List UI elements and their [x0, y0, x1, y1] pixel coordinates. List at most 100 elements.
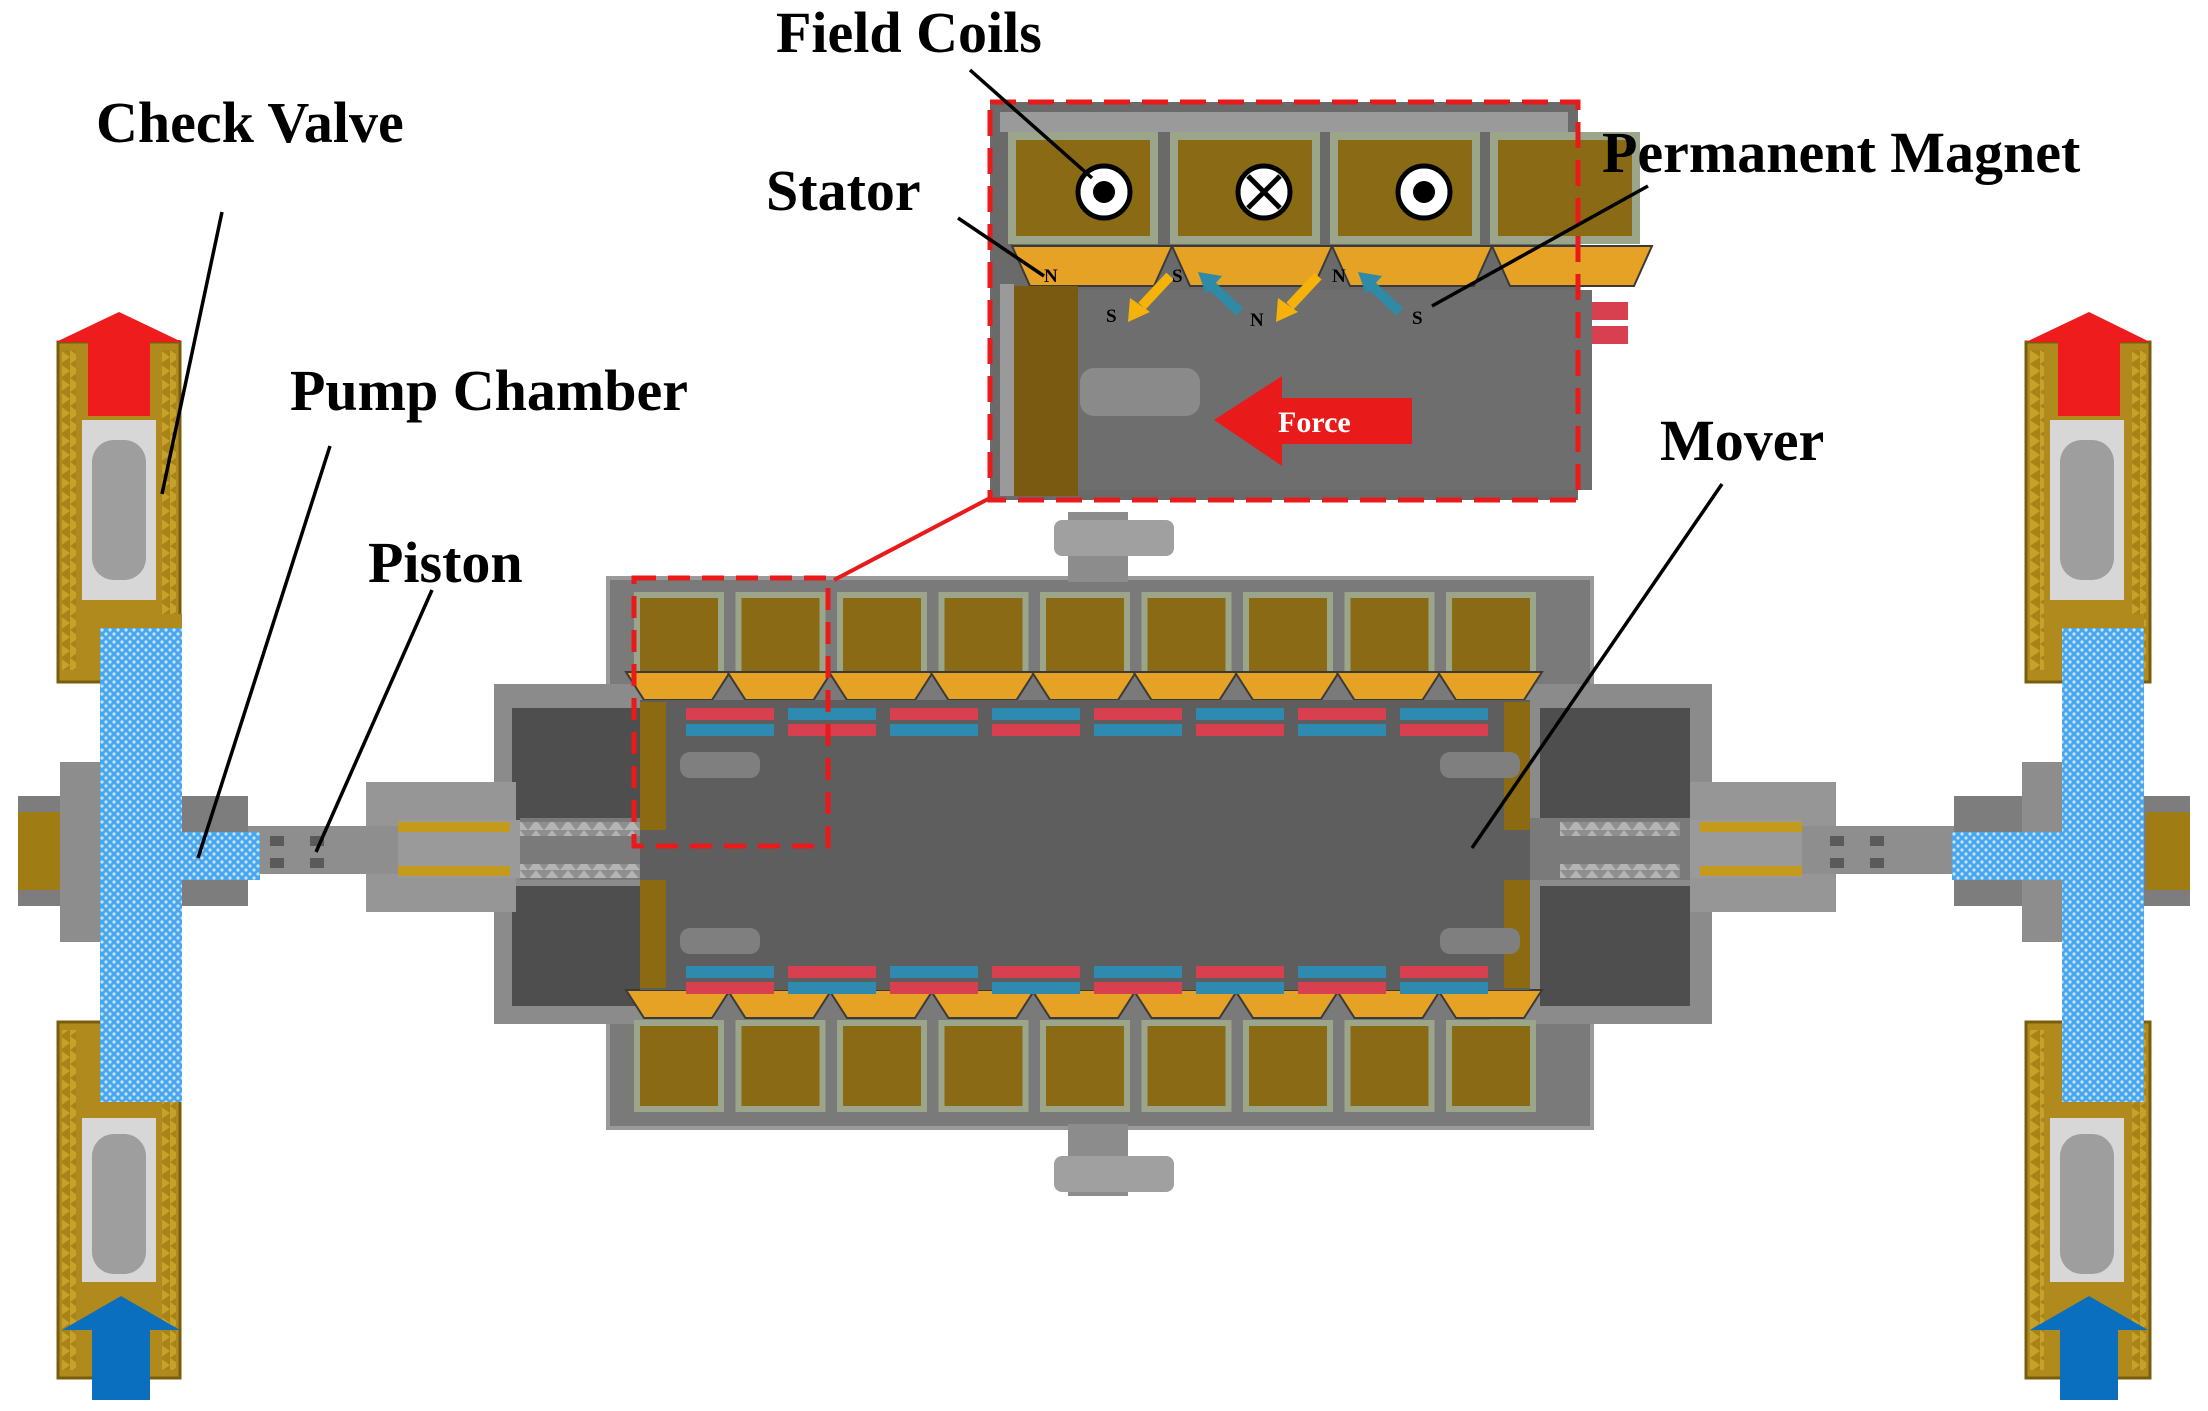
magnet-segment — [1196, 724, 1284, 736]
magnet-segment — [1298, 724, 1386, 736]
field-coil — [640, 598, 718, 678]
magnet-segment — [1196, 966, 1284, 978]
stator-tooth — [624, 989, 732, 1019]
stator-pole-label-1: N — [1044, 266, 1058, 287]
stator-pole-label-2: S — [1172, 266, 1183, 287]
inset-field-coil — [1498, 140, 1632, 236]
magnet-segment — [686, 966, 774, 978]
field-coil — [1147, 598, 1226, 678]
leader-pump-chamber — [196, 445, 332, 859]
stator-tooth — [1030, 671, 1138, 701]
housing-fitting-top — [1054, 512, 1174, 582]
field-coil — [843, 1026, 921, 1106]
coil-current-symbols — [1075, 163, 1453, 221]
magnet-segment — [1400, 966, 1488, 978]
magnet-segment — [788, 966, 876, 978]
stator-tooth — [1131, 989, 1240, 1019]
magnet-segment — [1196, 708, 1284, 720]
stator-tooth — [827, 989, 935, 1019]
inset-stator-tooth — [1010, 245, 1174, 287]
piston-left — [246, 826, 398, 874]
magnet-pole-label-2: N — [1250, 310, 1264, 331]
field-coil — [944, 1026, 1023, 1106]
label-mover: Mover — [1660, 408, 1825, 473]
field-coil — [1350, 1026, 1429, 1106]
magnet-segment — [1094, 966, 1182, 978]
label-piston: Piston — [368, 530, 523, 595]
mover — [640, 700, 1530, 990]
leader-lines — [160, 68, 1724, 859]
force-label: Force — [1278, 406, 1351, 439]
field-coil — [640, 1026, 718, 1106]
mover-shaft-left — [398, 818, 640, 880]
field-coil — [1249, 1026, 1327, 1106]
field-coil-row-bottom — [634, 1020, 1536, 1112]
stator-tooth — [1131, 671, 1240, 701]
leader-piston — [314, 589, 434, 853]
outlet-arrow-left — [56, 312, 182, 416]
zoom-region-frame — [631, 575, 831, 849]
field-coil — [1452, 598, 1530, 678]
stator-tooth — [1334, 989, 1443, 1019]
field-coil — [944, 598, 1023, 678]
stator-teeth-bottom — [624, 989, 1544, 1019]
check-valve-right — [1952, 340, 2190, 1380]
inset-frame — [987, 99, 1581, 503]
flux-arrow-teal-2 — [1358, 272, 1404, 316]
label-stator: Stator — [766, 158, 921, 223]
magnet-segment — [1094, 708, 1182, 720]
magnet-pole-label-3: S — [1412, 308, 1423, 329]
magnet-segment — [1298, 708, 1386, 720]
field-coil — [1452, 1026, 1530, 1106]
field-coil — [1046, 598, 1124, 678]
label-check-valve: Check Valve — [96, 90, 404, 155]
field-coil — [843, 598, 921, 678]
field-coil — [741, 598, 820, 678]
leader-check-valve — [160, 211, 224, 495]
flux-arrow-yellow-1 — [1128, 272, 1174, 322]
inset-mover-endplate — [1010, 286, 1078, 496]
magnet-segment — [1400, 724, 1488, 736]
magnet-segment — [686, 708, 774, 720]
magnet-segment — [788, 708, 876, 720]
label-permanent-magnet: Permanent Magnet — [1602, 120, 2081, 185]
flux-arrow-teal-1 — [1198, 272, 1244, 316]
magnet-segment — [686, 724, 774, 736]
zoom-connector-line — [833, 496, 991, 582]
magnet-segment — [1298, 982, 1386, 994]
stator-tooth — [1233, 671, 1341, 701]
magnet-segment — [890, 708, 978, 720]
magnet-segment — [1094, 724, 1182, 736]
stator-tooth — [1233, 989, 1341, 1019]
current-cross-icon — [1246, 174, 1282, 210]
magnet-segment — [1298, 966, 1386, 978]
field-coil — [1147, 1026, 1226, 1106]
flux-arrow-yellow-2 — [1276, 272, 1322, 322]
label-field-coils: Field Coils — [776, 0, 1042, 65]
stator-teeth-top — [624, 671, 1544, 701]
magnet-segment — [992, 708, 1080, 720]
stator-tooth — [1334, 671, 1443, 701]
force-arrow: Force — [1214, 376, 1412, 466]
check-valve-left — [18, 340, 260, 1380]
magnet-segment — [1400, 708, 1488, 720]
field-coil — [1350, 598, 1429, 678]
inset-stator-tooth — [1490, 245, 1654, 287]
magnet-segment — [992, 982, 1080, 994]
outlet-arrow-right — [2026, 312, 2150, 416]
fluid-horizontal-right — [1952, 832, 2132, 880]
magnet-segment — [788, 982, 876, 994]
field-coil-row-top — [634, 592, 1536, 684]
label-pump-chamber: Pump Chamber — [290, 358, 688, 423]
inset-magnified-view: N S N S N S Force — [987, 99, 1654, 503]
leader-permanent-magnet — [1431, 184, 1649, 308]
stator-pole-label-3: N — [1332, 266, 1346, 287]
current-dot-icon — [1093, 181, 1115, 203]
magnet-segment — [1196, 982, 1284, 994]
magnet-segment — [890, 982, 978, 994]
field-coil — [1046, 1026, 1124, 1106]
stator-tooth — [928, 671, 1037, 701]
magnet-segment — [992, 966, 1080, 978]
permanent-magnet-row-top — [686, 708, 1488, 736]
magnet-pole-label-1: S — [1106, 306, 1117, 327]
